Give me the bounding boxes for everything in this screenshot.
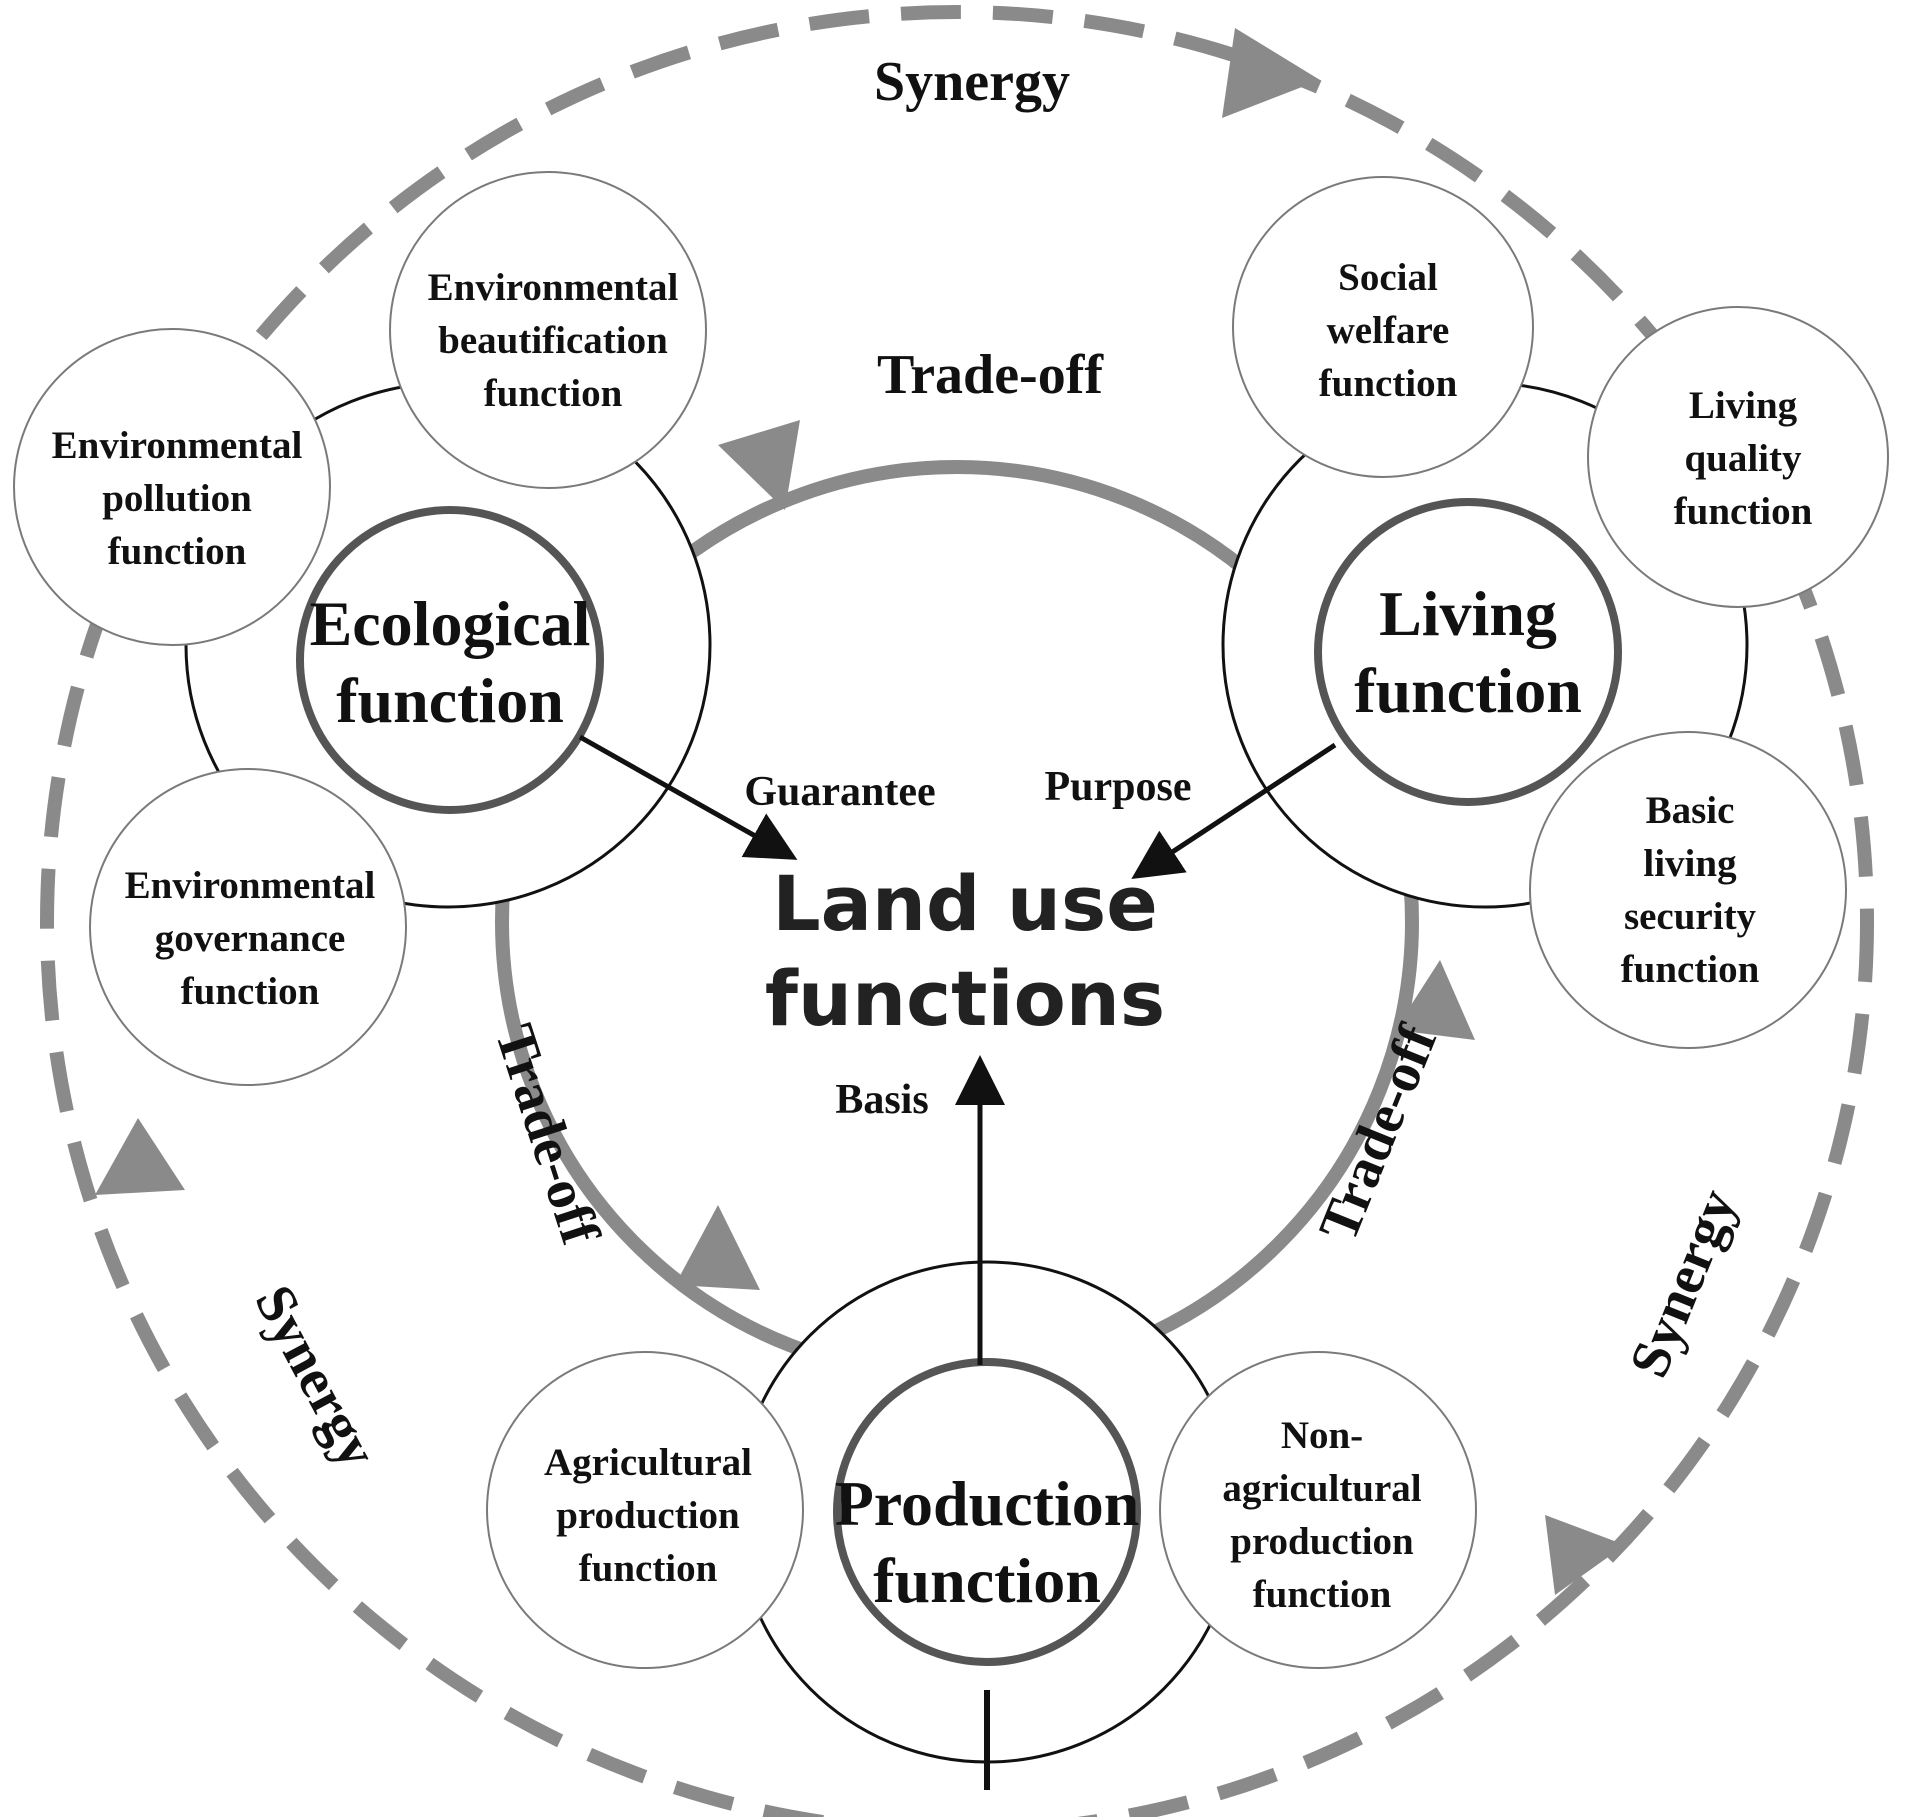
synergy-arrowhead-top	[1222, 28, 1320, 118]
production-function-line1: Production	[835, 1468, 1140, 1539]
basic-living-security-label: Basic living security function	[1621, 789, 1760, 991]
env-beautification-line2: beautification	[438, 319, 668, 362]
synergy-arrowhead-right	[1545, 1515, 1625, 1595]
env-pollution-line1: Environmental	[52, 424, 303, 467]
agricultural-production-line2: production	[556, 1494, 740, 1537]
basic-living-security-circle	[1529, 731, 1847, 1049]
agricultural-production-circle	[486, 1351, 804, 1669]
production-function-line2: function	[873, 1545, 1101, 1616]
center-title-line2: functions	[765, 954, 1165, 1043]
tradeoff-arrowhead-right	[1395, 960, 1475, 1040]
env-pollution-circle	[13, 328, 331, 646]
env-governance-line1: Environmental	[125, 864, 376, 907]
living-quality-line3: function	[1674, 490, 1813, 533]
living-function-line1: Living	[1379, 578, 1557, 649]
guarantee-arrow	[578, 734, 798, 860]
non-agricultural-production-line2: agricultural	[1222, 1467, 1421, 1510]
purpose-arrow	[1131, 742, 1337, 879]
env-beautification-line3: function	[484, 372, 623, 415]
purpose-label: Purpose	[1045, 764, 1192, 810]
basic-living-security-line2: living	[1643, 842, 1737, 885]
env-governance-label: Environmental governance function	[125, 864, 376, 1013]
tradeoff-left-label: Trade-off	[483, 1017, 612, 1252]
synergy-right-label: Synergy	[1618, 1181, 1749, 1386]
agricultural-production-line3: function	[579, 1547, 718, 1590]
ecological-function-line2: function	[336, 665, 564, 736]
env-governance-line2: governance	[155, 917, 346, 960]
synergy-arrowhead-left	[95, 1118, 185, 1195]
tradeoff-top-label: Trade-off	[877, 344, 1104, 406]
tradeoff-right-label: Trade-off	[1307, 1016, 1450, 1250]
ecological-function-circle	[296, 506, 604, 814]
synergy-dashed-ring	[40, 5, 1874, 1817]
living-function-circle	[1314, 498, 1622, 806]
env-beautification-label: Environmental beautification function	[428, 266, 679, 415]
env-governance-line3: function	[181, 970, 320, 1013]
center-title-line1: Land use	[772, 859, 1158, 948]
env-governance-circle	[89, 768, 407, 1086]
env-beautification-circle	[389, 171, 707, 489]
basic-living-security-line4: function	[1621, 948, 1760, 991]
agricultural-production-label: Agricultural production function	[544, 1441, 752, 1590]
non-agricultural-production-circle	[1159, 1351, 1477, 1669]
tradeoff-arrowhead-left	[675, 1205, 760, 1290]
tradeoff-arrowhead-top	[718, 420, 800, 510]
ecological-function-line1: Ecological	[310, 588, 591, 659]
synergy-left-label: Synergy	[243, 1275, 390, 1477]
social-welfare-line1: Social	[1338, 256, 1438, 299]
non-agricultural-production-line4: function	[1253, 1573, 1392, 1616]
social-welfare-label: Social welfare function	[1319, 256, 1458, 405]
non-agricultural-production-line1: Non-	[1281, 1414, 1363, 1457]
env-pollution-line2: pollution	[102, 477, 252, 520]
synergy-top-label: Synergy	[874, 51, 1070, 113]
living-quality-circle	[1587, 306, 1889, 608]
basis-label: Basis	[835, 1077, 928, 1123]
agricultural-production-line1: Agricultural	[544, 1441, 752, 1484]
living-quality-label: Living quality function	[1674, 384, 1813, 533]
guarantee-label: Guarantee	[744, 769, 935, 815]
env-pollution-label: Environmental pollution function	[52, 424, 303, 573]
non-agricultural-production-label: Non- agricultural production function	[1222, 1414, 1421, 1616]
production-function-circle	[833, 1358, 1141, 1666]
social-welfare-line2: welfare	[1327, 309, 1450, 352]
living-function-line2: function	[1354, 655, 1582, 726]
basic-living-security-line1: Basic	[1646, 789, 1735, 832]
living-quality-line1: Living	[1689, 384, 1798, 427]
env-pollution-line3: function	[108, 530, 247, 573]
social-welfare-circle	[1232, 176, 1534, 478]
env-beautification-line1: Environmental	[428, 266, 679, 309]
social-welfare-line3: function	[1319, 362, 1458, 405]
living-quality-line2: quality	[1684, 437, 1802, 480]
basic-living-security-line3: security	[1624, 895, 1757, 938]
non-agricultural-production-line3: production	[1230, 1520, 1414, 1563]
